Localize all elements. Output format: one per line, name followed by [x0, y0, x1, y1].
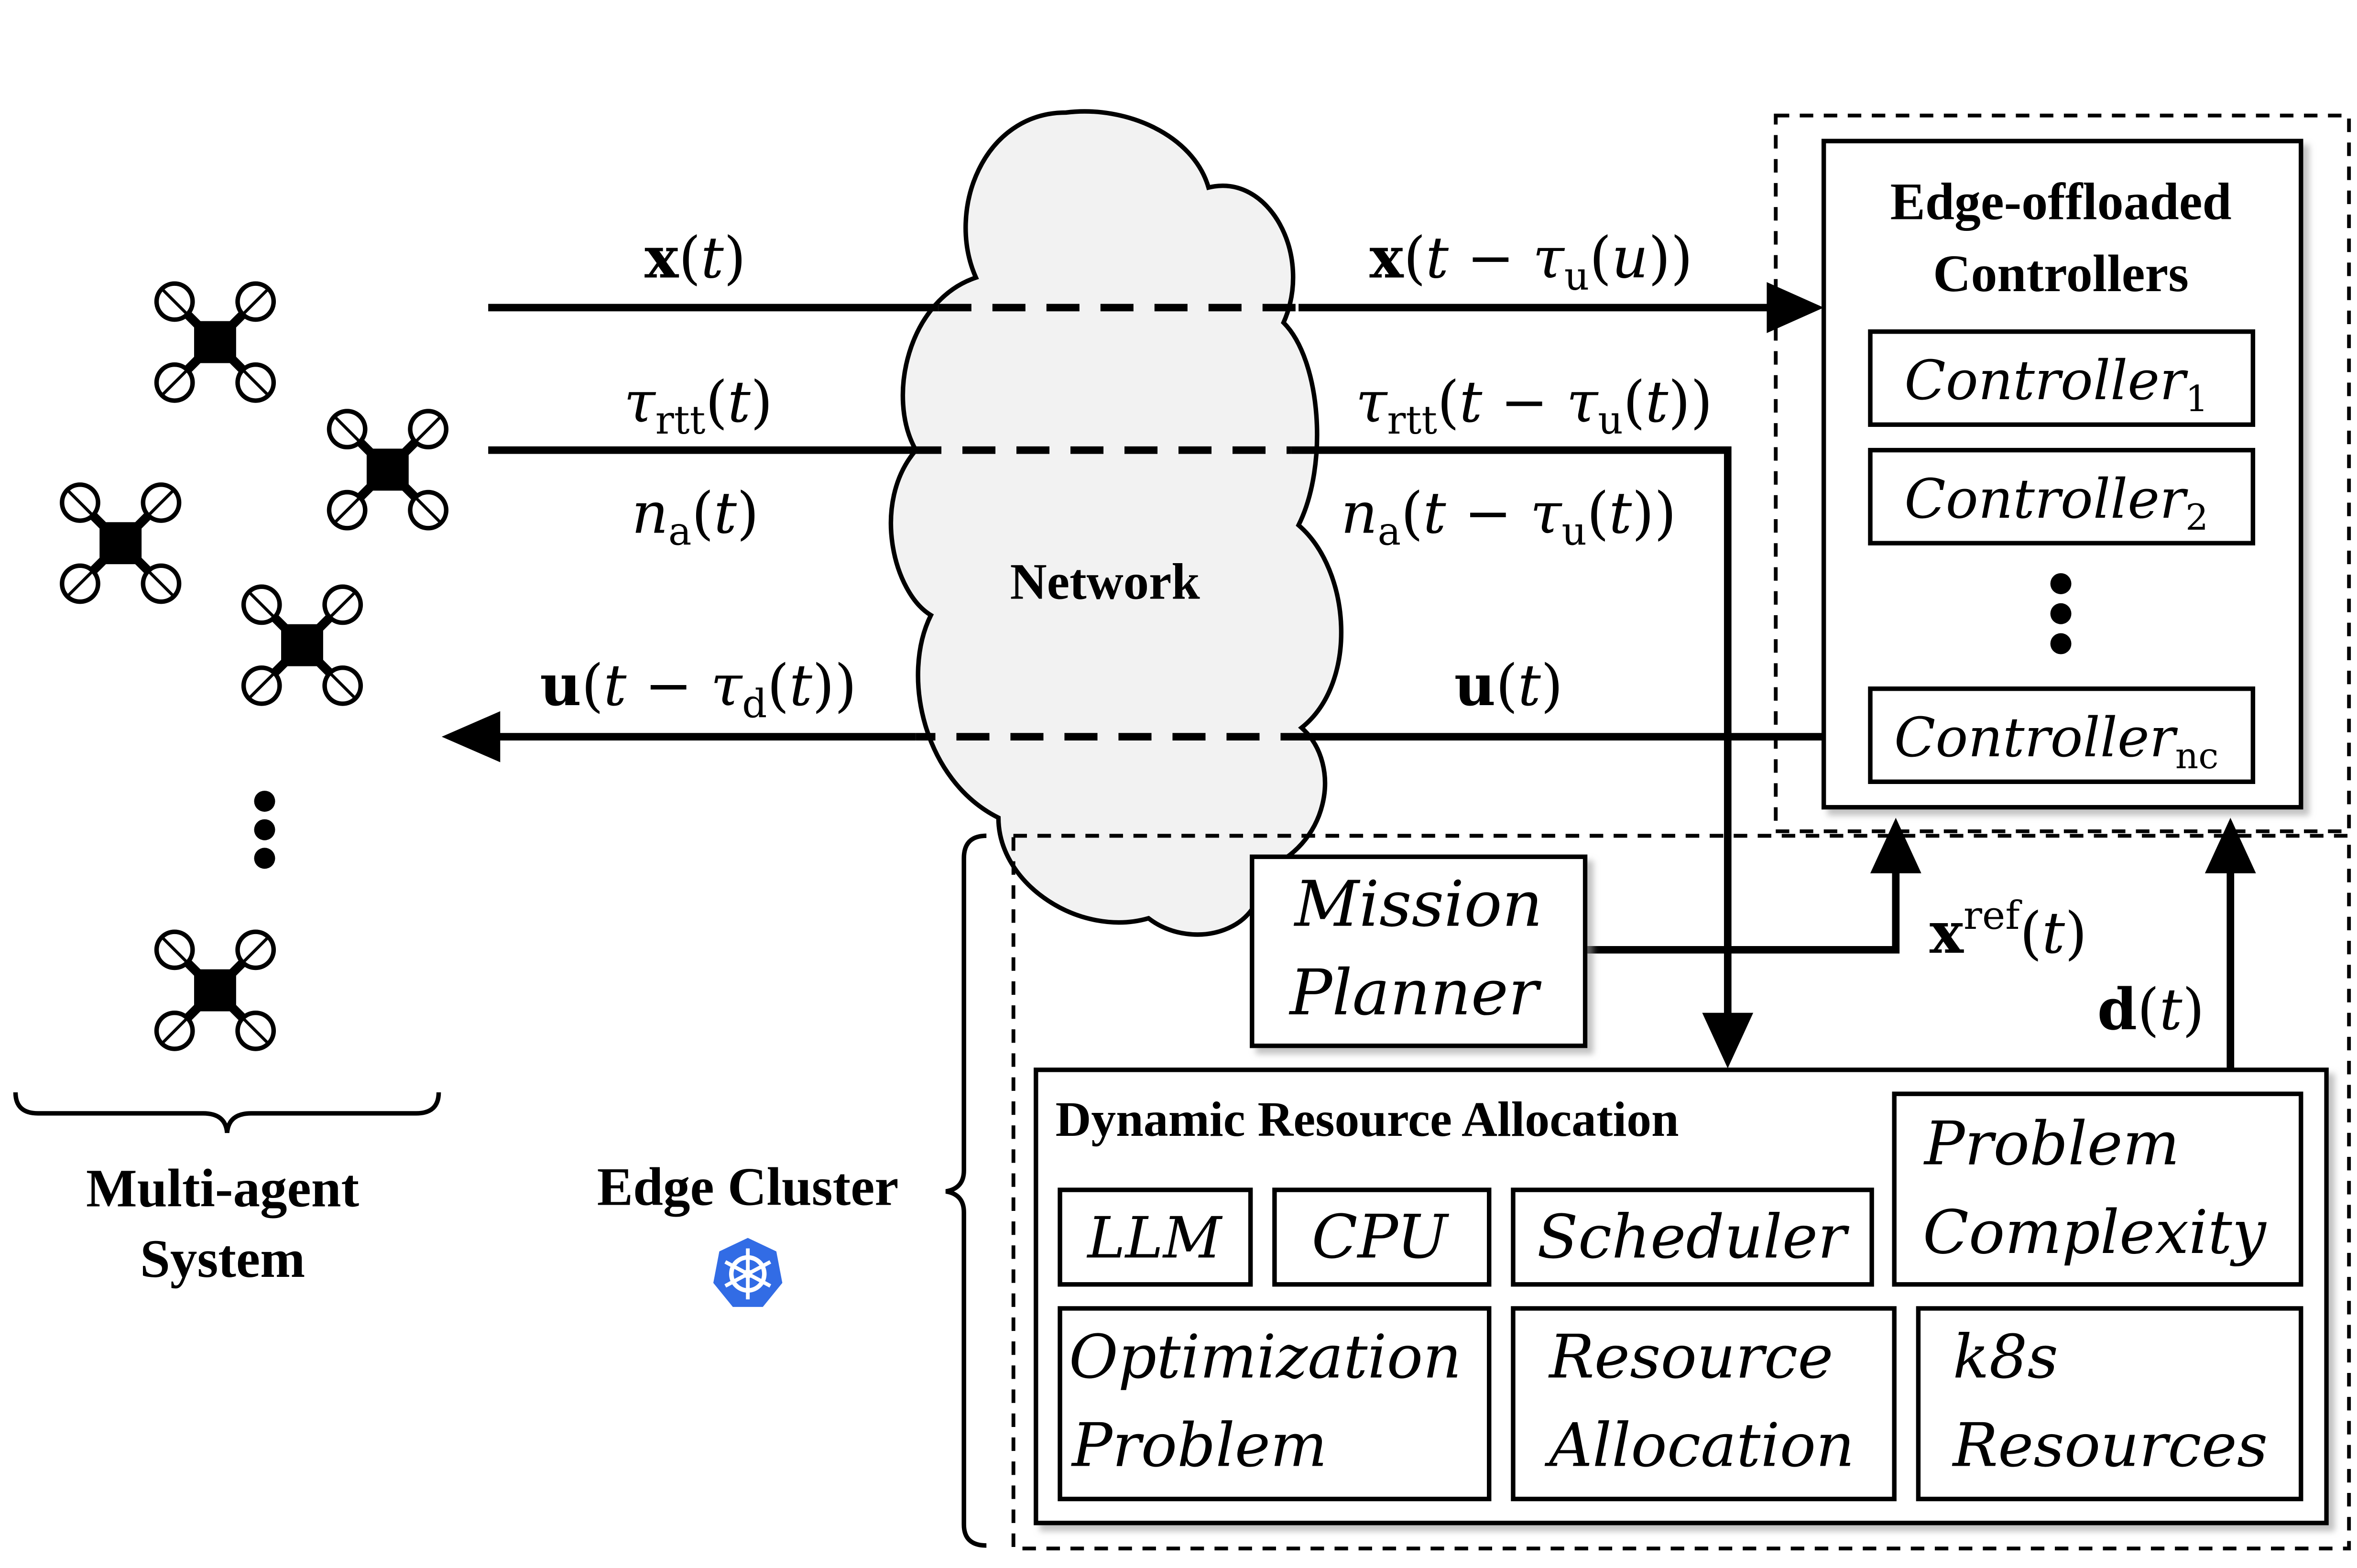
- ellipsis-dot: [254, 791, 275, 812]
- controller-nc-box: [1868, 686, 2256, 784]
- resource-allocation-line1: Resource: [1548, 1321, 1833, 1392]
- controllers-title-line1: Edge-offloaded: [1890, 172, 2232, 230]
- network-label: Network: [1010, 554, 1200, 610]
- arrowhead-x: [1767, 282, 1824, 333]
- network-cloud: Network: [888, 109, 1343, 937]
- k8s-resources-line2: Resources: [1952, 1410, 2268, 1481]
- k8s-resources-box: [1916, 1306, 2303, 1502]
- dra-title: Dynamic Resource Allocation: [1056, 1092, 1679, 1147]
- edge-offloaded-controllers: Edge-offloaded Controllers Controller1 C…: [1821, 139, 2303, 810]
- mission-planner-line2: Planner: [1289, 957, 1542, 1030]
- llm-box: [1058, 1187, 1253, 1287]
- signal-label-xref: xref(t): [1930, 893, 2087, 967]
- ellipsis-dot: [2050, 633, 2072, 654]
- controllers-title-line2: Controllers: [1933, 244, 2189, 303]
- controller-nc-label: Controllernc: [1894, 706, 2219, 777]
- arrowhead-d: [2204, 817, 2256, 873]
- controllers-dashed-boundary: [1774, 113, 2351, 833]
- ellipsis-dot: [254, 848, 275, 869]
- problem-complexity-box: [1892, 1091, 2303, 1287]
- signal-label-x-delayed: x(t − τu(u)): [1369, 225, 1692, 299]
- scheduler-box: [1511, 1187, 1874, 1287]
- ellipsis-dot: [2050, 573, 2072, 594]
- arrowhead-u: [441, 711, 501, 762]
- problem-complexity-line1: Problem: [1923, 1109, 2180, 1179]
- quadcopter-icon: [157, 932, 274, 1049]
- optimization-problem-line1: Optimization: [1069, 1321, 1462, 1392]
- mission-planner: Mission Planner: [1250, 854, 1588, 1048]
- problem-complexity-line2: Complexity: [1923, 1197, 2267, 1267]
- signal-label-d: d(t): [2097, 976, 2204, 1043]
- scheduler-label: Scheduler: [1537, 1201, 1850, 1272]
- signal-label-tau-rtt-delayed: τrtt(t − τu(t)): [1355, 369, 1713, 443]
- quadcopter-icon: [157, 283, 274, 401]
- system-brace: [13, 1092, 441, 1133]
- signal-label-tau-rtt: τrtt(t): [624, 369, 773, 443]
- resource-allocation-box: [1511, 1306, 1897, 1502]
- edge-cluster: Edge Cluster: [597, 833, 987, 1548]
- kubernetes-icon: [713, 1238, 783, 1307]
- signal-tau-line-out: [1291, 446, 1732, 1021]
- signal-label-u-delayed: u(t − τd(t)): [540, 652, 857, 727]
- multi-agent-system: Multi-agent System: [13, 283, 446, 1289]
- signal-label-x: x(t): [644, 225, 746, 292]
- cpu-label: CPU: [1312, 1201, 1450, 1272]
- quadcopter-icon: [329, 411, 446, 528]
- edge-cluster-brace: [945, 833, 987, 1548]
- mission-planner-box: [1250, 854, 1588, 1048]
- optimization-problem-box: [1058, 1306, 1492, 1502]
- optimization-problem-line2: Problem: [1071, 1410, 1327, 1481]
- controller-2-box: [1868, 447, 2256, 545]
- llm-label: LLM: [1087, 1205, 1223, 1271]
- signal-label-na-delayed: na(t − τu(t)): [1341, 480, 1677, 554]
- ellipsis-dot: [254, 819, 275, 840]
- signal-label-na: na(t): [632, 480, 759, 554]
- signal-xref-line: [1586, 867, 1900, 954]
- system-label-line1: Multi-agent: [86, 1159, 359, 1219]
- arrowhead-xref: [1870, 817, 1921, 873]
- signal-label-u: u(t): [1454, 652, 1563, 719]
- edge-cluster-label: Edge Cluster: [597, 1157, 899, 1217]
- ellipsis-dot: [2050, 603, 2072, 624]
- controller-2-label: Controller2: [1904, 468, 2208, 538]
- controller-1-label: Controller1: [1904, 349, 2208, 420]
- controller-1-box: [1868, 329, 2256, 427]
- dynamic-resource-allocation: Dynamic Resource Allocation LLM CPU Sche…: [1034, 1067, 2329, 1525]
- mission-planner-line1: Mission: [1294, 868, 1543, 941]
- arrowhead-tau: [1702, 1013, 1754, 1068]
- resource-allocation-line2: Allocation: [1544, 1410, 1855, 1481]
- quadcopter-icon: [62, 485, 179, 602]
- cluster-dashed-boundary: [1011, 834, 2351, 1551]
- cpu-box: [1272, 1187, 1492, 1287]
- system-label-line2: System: [140, 1229, 305, 1289]
- k8s-resources-line1: k8s: [1953, 1321, 2058, 1392]
- quadcopter-icon: [244, 587, 361, 704]
